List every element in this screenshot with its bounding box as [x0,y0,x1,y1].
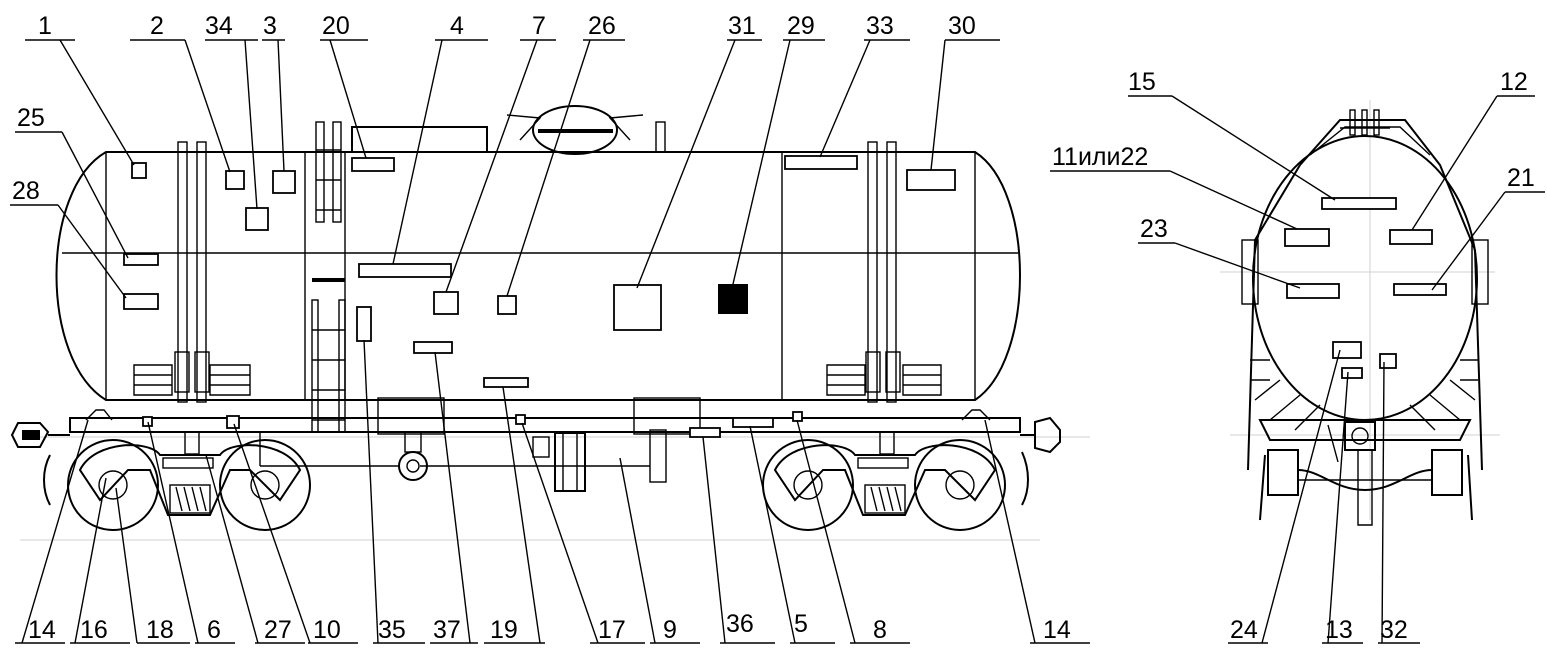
coupler-left [10,422,70,506]
tank-end-ellipse [1252,135,1478,421]
tank-straps [133,141,942,403]
callout-label: 13 [1325,616,1353,644]
callout-label: 8 [873,616,887,644]
callout-label: 36 [726,610,754,638]
side-bottom-labels: 14 16 18 6 27 10 35 37 19 17 9 36 5 8 14 [28,610,1071,644]
callout-label: 25 [17,104,45,132]
callout-label: 35 [378,616,406,644]
callout-label: 10 [313,616,341,644]
side-top-labels: 1 2 34 3 20 4 7 26 31 29 33 30 25 28 [12,12,976,205]
end-marking-positions [1284,197,1447,379]
callout-label: 21 [1507,164,1535,192]
bogie-left [67,431,311,531]
callout-label: 9 [663,616,677,644]
callout-label: 20 [322,12,350,40]
tank-barrel [55,151,1021,401]
construction-lines [20,100,1500,541]
callout-label: 29 [787,12,815,40]
callout-label: 3 [263,12,277,40]
end-leader-lines [1050,95,1545,644]
callout-label: 14 [28,616,56,644]
callout-label: 18 [146,616,174,644]
end-labels: 15 12 11или22 21 23 24 13 32 [1052,68,1535,644]
callout-label: 19 [490,616,518,644]
leader-lines-top [10,39,1000,299]
callout-label: 32 [1380,616,1408,644]
callout-label: 15 [1128,68,1156,96]
tank-car-end-view: 15 12 11или22 21 23 24 13 32 [1050,68,1545,644]
callout-label: 11или22 [1052,143,1148,171]
callout-label: 12 [1500,68,1528,96]
callout-label: 30 [948,12,976,40]
ladder [311,121,346,433]
tank-car-side-view: 1 2 34 3 20 4 7 26 31 29 33 30 25 28 14 … [10,12,1090,644]
callout-label: 28 [12,177,40,205]
callout-label: 31 [728,12,756,40]
callout-label: 17 [598,616,626,644]
bogie-right [762,431,1006,531]
callout-label: 27 [264,616,292,644]
callout-label: 26 [588,12,616,40]
underframe [69,397,1021,492]
side-marking-positions [123,155,956,438]
callout-label: 24 [1230,616,1258,644]
callout-label: 33 [866,12,894,40]
dome-hatch [351,105,666,155]
leader-lines-bottom [15,339,1090,644]
callout-label: 37 [433,616,461,644]
callout-label: 2 [150,12,164,40]
callout-label: 4 [450,12,464,40]
callout-label: 23 [1140,215,1168,243]
callout-label: 6 [207,616,221,644]
callout-label: 16 [80,616,108,644]
callout-label: 5 [794,610,808,638]
callout-label: 14 [1043,616,1071,644]
callout-label: 1 [38,12,52,40]
callout-label: 34 [205,12,233,40]
callout-label: 7 [532,12,546,40]
coupler-right [1020,416,1061,506]
